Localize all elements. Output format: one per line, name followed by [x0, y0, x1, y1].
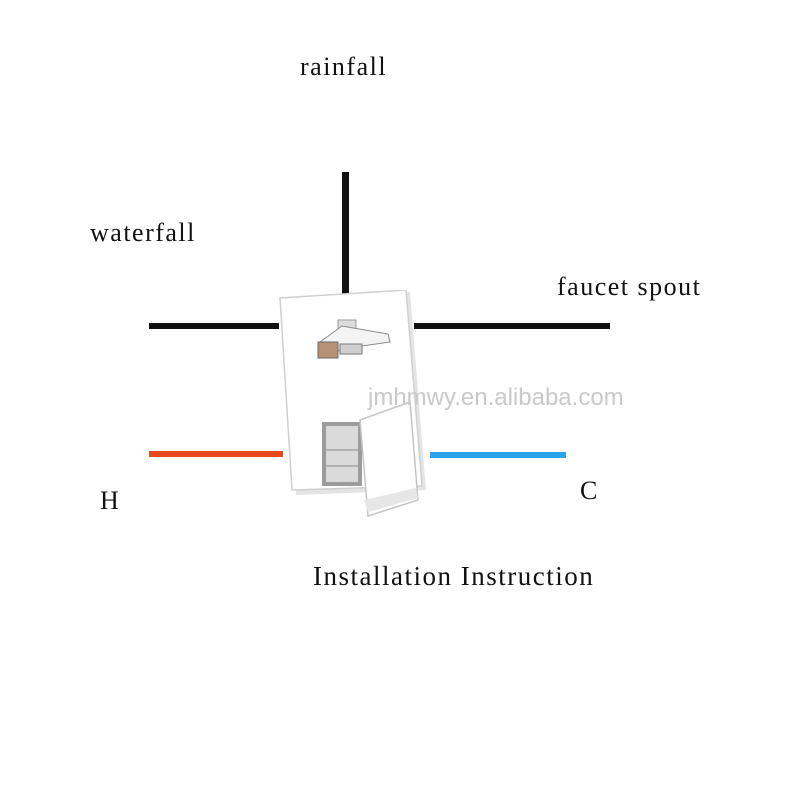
rainfall-pipe: [342, 172, 349, 300]
cold-water-label: C: [580, 476, 599, 505]
hot-water-label: H: [100, 486, 121, 515]
faucet-spout-pipe: [414, 323, 610, 329]
rainfall-label: rainfall: [300, 52, 388, 81]
watermark-text: jmhmwy.en.alibaba.com: [368, 384, 624, 411]
cold-water-pipe: [430, 452, 566, 458]
installation-instruction-title: Installation Instruction: [313, 561, 595, 591]
waterfall-pipe: [149, 323, 279, 329]
faucet-spout-label: faucet spout: [557, 272, 702, 301]
waterfall-label: waterfall: [90, 218, 196, 247]
mixer-valve-image: [279, 290, 426, 518]
hot-water-pipe: [149, 451, 283, 457]
